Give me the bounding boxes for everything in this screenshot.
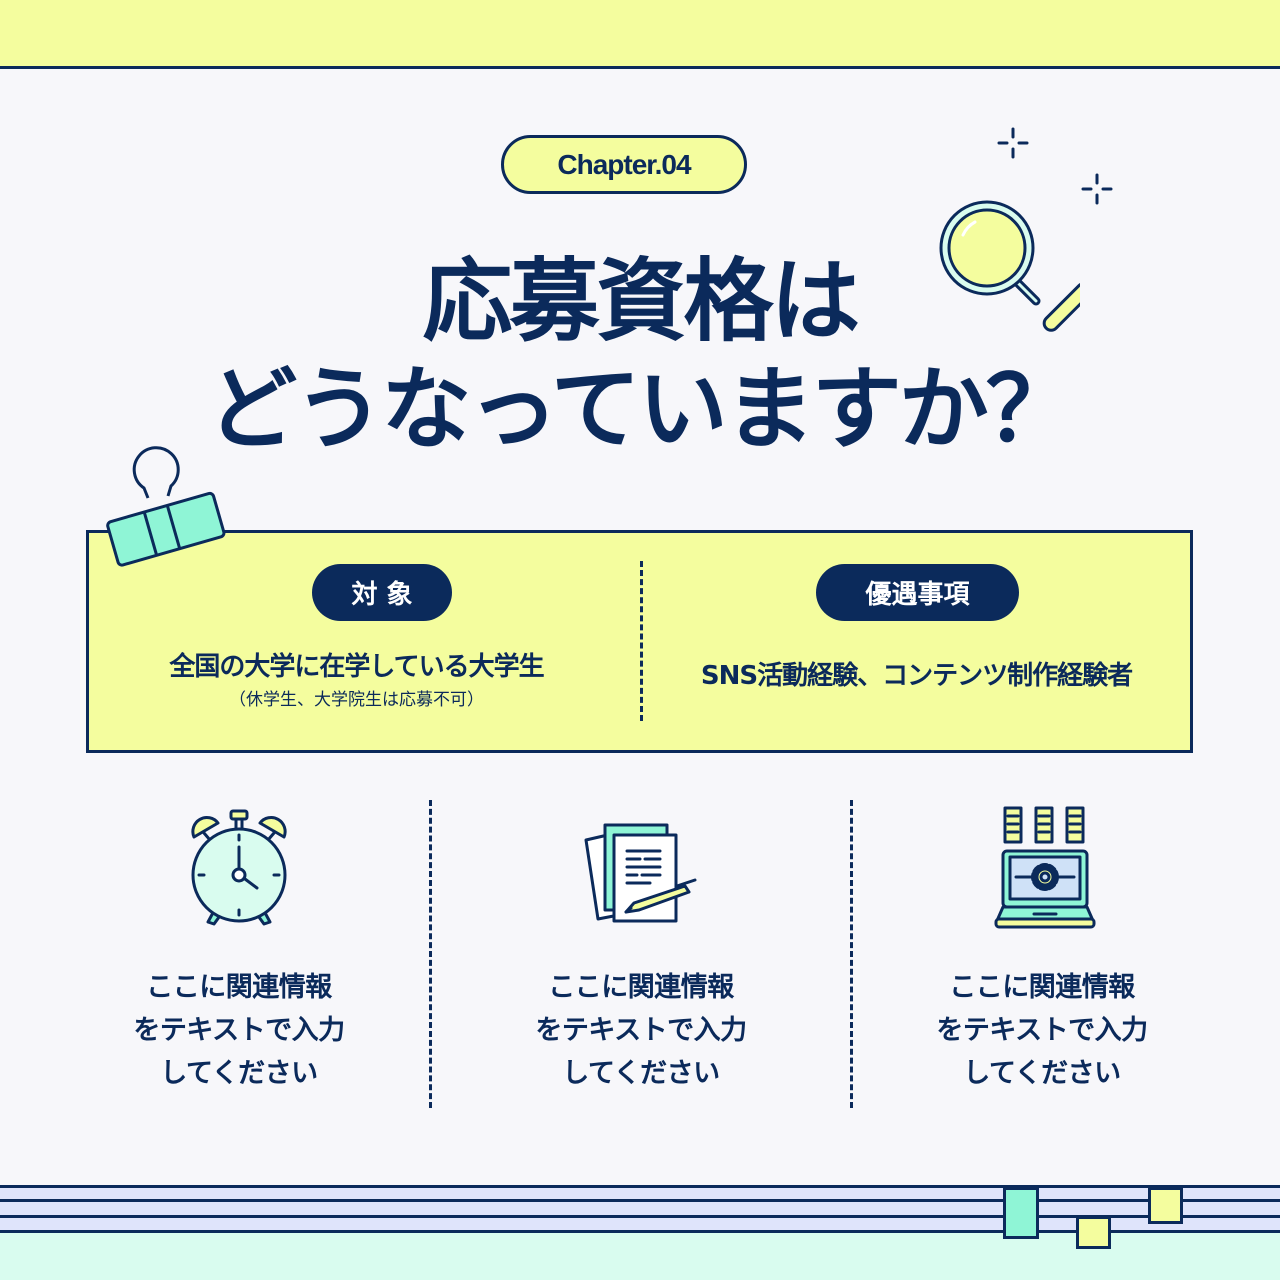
feature-text-line: してください xyxy=(160,1058,318,1089)
binder-clip-icon xyxy=(106,446,226,567)
page-title-line2: どうなっていますか？ xyxy=(207,357,1076,462)
eligibility-box: 対 象 全国の大学に在学している大学生 （休学生、大学院生は応募不可） 優遇事項… xyxy=(86,530,1193,753)
page-lines-decoration xyxy=(0,1185,1280,1233)
feature-text-line: をテキストで入力 xyxy=(133,1015,345,1046)
feature-text-3: ここに関連情報 をテキストで入力 してください xyxy=(842,966,1242,1095)
magnifier-icon xyxy=(939,200,1080,332)
chapter-label: Chapter.04 xyxy=(557,148,691,180)
preference-badge: 優遇事項 xyxy=(816,564,1019,621)
feature-text-line: ここに関連情報 xyxy=(146,972,332,1003)
bookmark-tab xyxy=(1076,1216,1111,1249)
bookmark-tab xyxy=(1148,1187,1183,1224)
preference-column: 優遇事項 SNS活動経験、コンテンツ制作経験者 xyxy=(643,533,1190,750)
feature-text-line: をテキストで入力 xyxy=(936,1015,1148,1046)
target-main-text: 全国の大学に在学している大学生 xyxy=(169,652,544,682)
column-divider xyxy=(640,561,643,721)
chapter-badge: Chapter.04 xyxy=(501,135,747,194)
target-badge-label: 対 象 xyxy=(351,580,413,610)
feature-text-line: してください xyxy=(963,1058,1121,1089)
preference-main-text: SNS活動経験、コンテンツ制作経験者 xyxy=(700,661,1133,691)
target-sub-text: （休学生、大学院生は応募不可） xyxy=(229,690,484,710)
feature-text-2: ここに関連情報 をテキストで入力 してください xyxy=(441,966,841,1095)
target-column: 対 象 全国の大学に在学している大学生 （休学生、大学院生は応募不可） xyxy=(89,533,640,750)
sparkle-icon xyxy=(997,127,1029,159)
feature-divider xyxy=(850,800,853,1108)
feature-text-line: ここに関連情報 xyxy=(548,972,734,1003)
page-title-line1: 応募資格は xyxy=(422,249,861,354)
bookmark-tab xyxy=(1003,1187,1039,1239)
laptop-settings-icon xyxy=(994,806,1096,929)
top-band xyxy=(0,0,1280,69)
alarm-clock-icon xyxy=(191,809,287,926)
target-badge: 対 象 xyxy=(312,564,452,621)
feature-text-line: ここに関連情報 xyxy=(949,972,1135,1003)
feature-divider xyxy=(429,800,432,1108)
feature-text-line: をテキストで入力 xyxy=(535,1015,747,1046)
feature-text-1: ここに関連情報 をテキストで入力 してください xyxy=(39,966,439,1095)
bottom-mint-band xyxy=(0,1233,1280,1280)
document-pen-icon xyxy=(584,823,697,923)
feature-text-line: してください xyxy=(562,1058,720,1089)
preference-badge-label: 優遇事項 xyxy=(865,580,970,610)
sparkle-icon xyxy=(1081,173,1113,205)
